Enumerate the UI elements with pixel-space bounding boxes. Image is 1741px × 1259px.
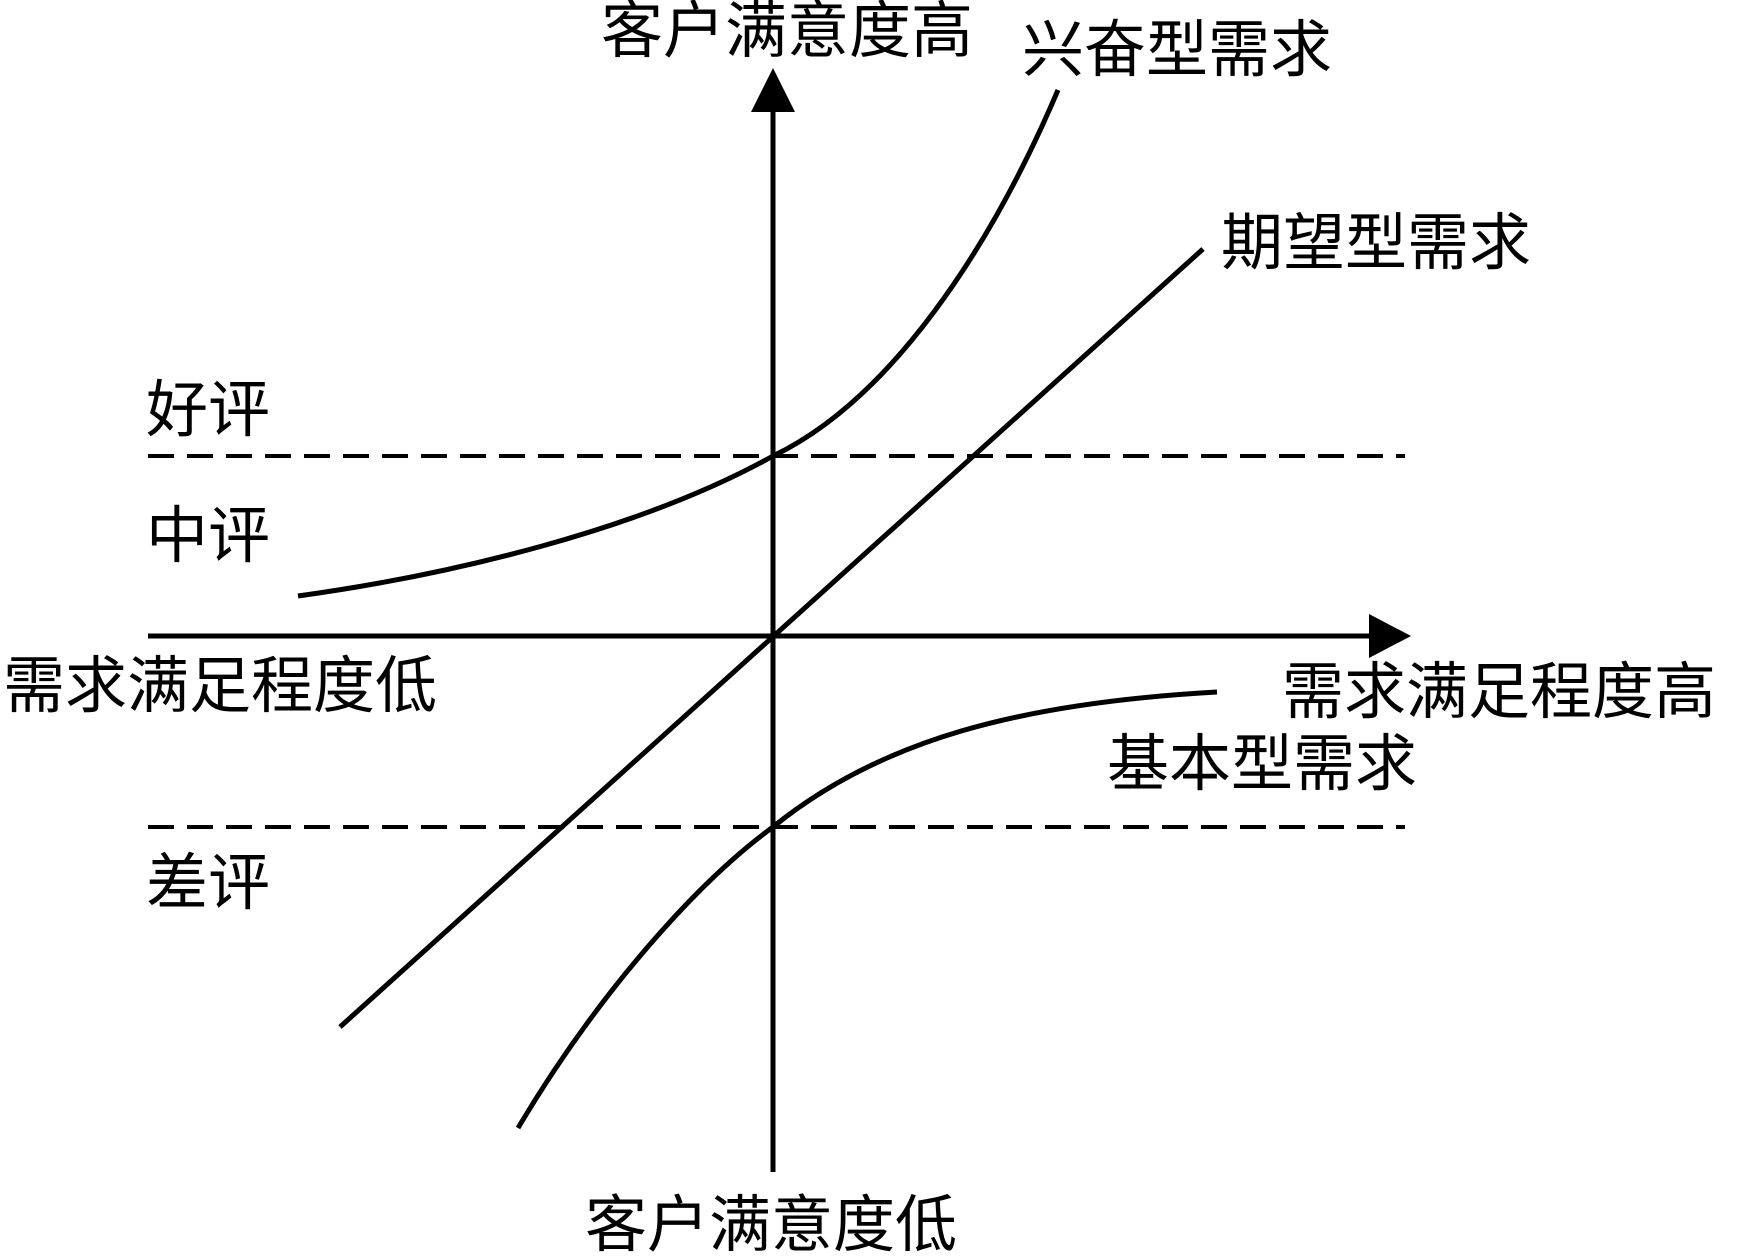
y-axis-top-label: 客户满意度高 xyxy=(601,0,973,67)
y-axis-bottom-label: 客户满意度低 xyxy=(585,1188,957,1259)
performance-needs-label: 期望型需求 xyxy=(1221,206,1531,279)
good-review-label: 好评 xyxy=(146,373,270,446)
neutral-review-label: 中评 xyxy=(146,499,270,572)
x-axis-arrowhead xyxy=(1369,614,1411,658)
basic-needs-curve xyxy=(515,689,1218,1130)
bad-review-label: 差评 xyxy=(146,846,270,919)
basic-needs-label: 基本型需求 xyxy=(1107,727,1417,800)
x-axis-left-label: 需求满足程度低 xyxy=(3,649,437,722)
performance-needs-line xyxy=(338,247,1205,1029)
y-axis-arrowhead xyxy=(751,68,795,112)
excitement-needs-curve xyxy=(297,89,1061,599)
excitement-needs-label: 兴奋型需求 xyxy=(1022,13,1332,86)
x-axis-right-label: 需求满足程度高 xyxy=(1282,655,1716,728)
